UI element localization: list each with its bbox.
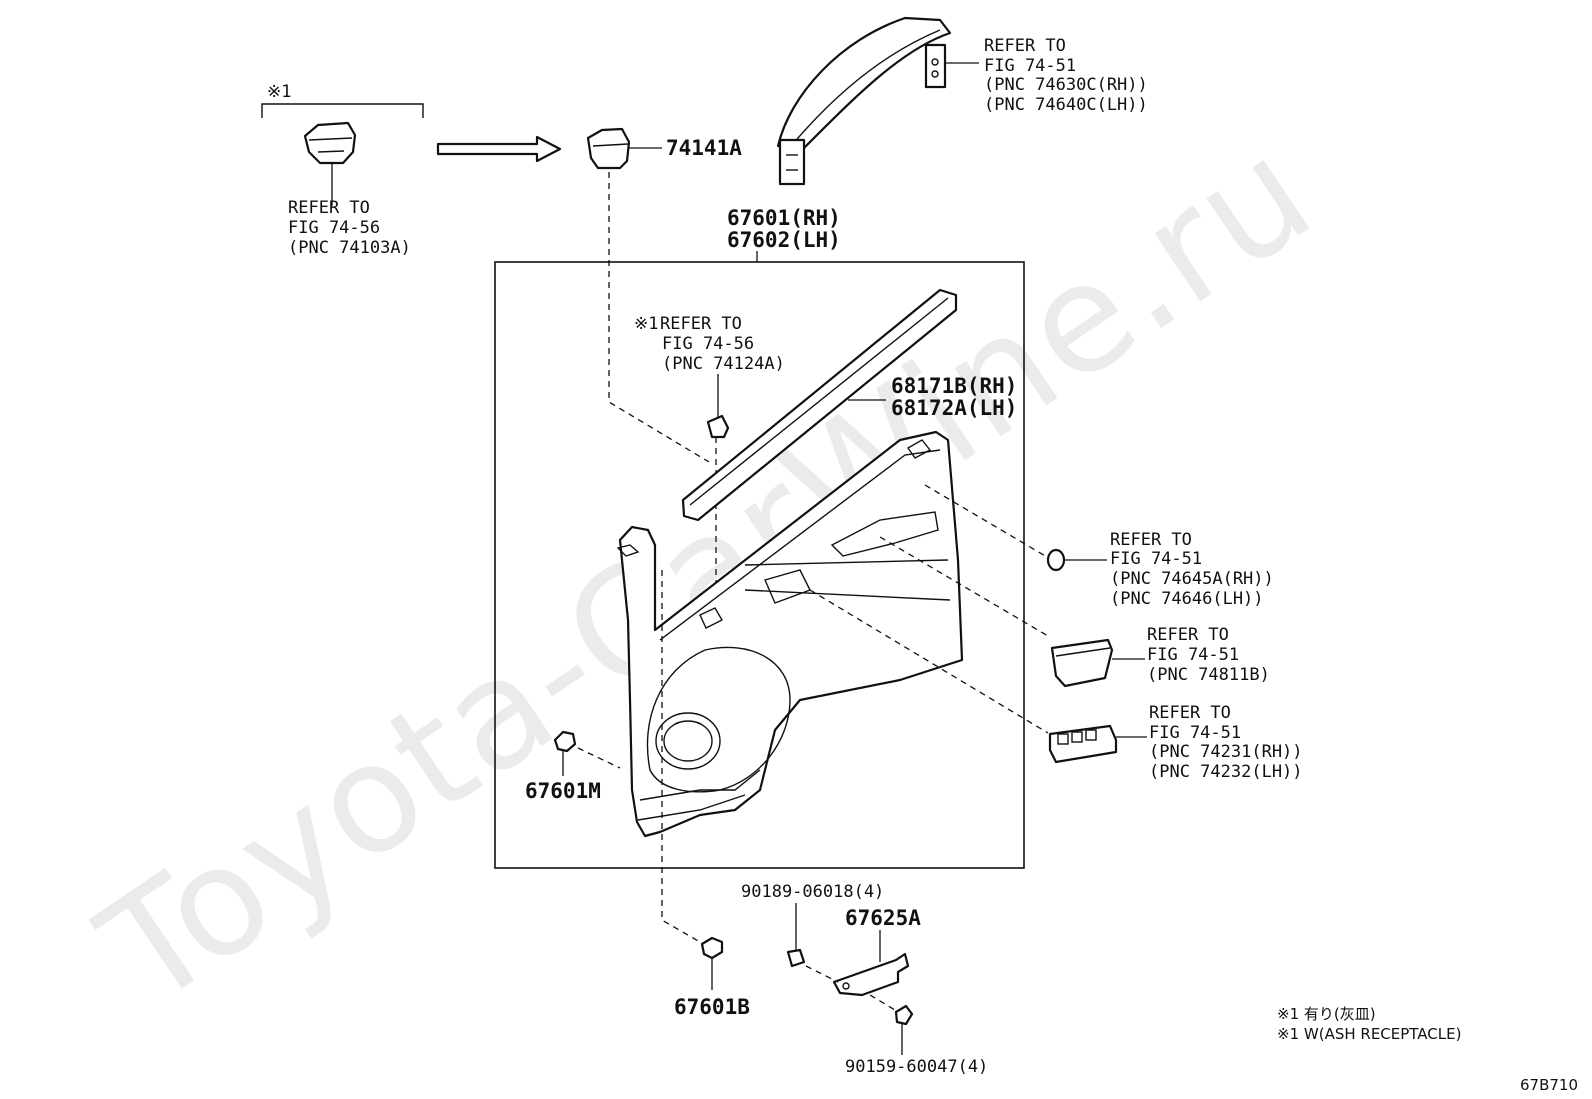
grip-ref-line-3: (PNC 74630C(RH)) [984, 75, 1148, 95]
window-switch-icon [1048, 724, 1118, 764]
part-number-90159: 90159-60047(4) [845, 1057, 988, 1077]
ash-receptacle-group: ※1 REFER TO FIG 74-56 (PNC 74103A) [261, 82, 424, 258]
inner-ref-line-1: REFER TO [660, 314, 742, 334]
weatherstrip-lh: 68172A(LH) [891, 396, 1017, 420]
weatherstrip-rh: 68171B(RH) [891, 374, 1017, 398]
note-line-1: ※1 有り(灰皿) [1277, 1005, 1376, 1023]
part-number-90189: 90189-06018(4) [741, 882, 884, 902]
pocket-ref-line-1: REFER TO [1147, 625, 1229, 645]
inner-ref-line-3: (PNC 74124A) [662, 354, 785, 374]
handle-cap-icon [1046, 548, 1066, 572]
cover-icon [586, 127, 631, 170]
handle-ref-line-3: (PNC 74645A(RH)) [1110, 569, 1274, 589]
pocket-ref-line-3: (PNC 74811B) [1147, 665, 1270, 685]
handle-ref-line-2: FIG 74-51 [1110, 549, 1202, 569]
bolt-icon [894, 1004, 914, 1026]
pocket-icon [1050, 638, 1114, 688]
bracket-icon [832, 952, 910, 997]
clip-icon [553, 730, 577, 753]
part-number-67625a: 67625A [845, 906, 921, 930]
clip-b-dash-leader [661, 570, 701, 943]
note-line-2: ※1 W(ASH RECEPTACLE) [1277, 1025, 1461, 1043]
handle-ref-line-4: (PNC 74646(LH)) [1110, 589, 1264, 609]
door-trim-panel-outline [618, 430, 964, 838]
speaker-grille [655, 712, 721, 770]
nut-icon [786, 948, 806, 968]
door-trim-panel [616, 430, 964, 838]
weatherstrip-icon [681, 288, 958, 522]
part-number-67601m: 67601M [525, 779, 601, 803]
switch-ref-line-1: REFER TO [1149, 703, 1231, 723]
inner-clip-icon [706, 414, 730, 439]
bracket-group: 90189-06018(4) 67625A 90159-60047(4) [741, 882, 988, 1077]
grip-ref-line-2: FIG 74-51 [984, 56, 1076, 76]
ash-ref-line-2: FIG 74-56 [288, 218, 380, 238]
trim-board-rh: 67601(RH) [727, 206, 841, 230]
inner-ref-line-2: FIG 74-56 [662, 334, 754, 354]
assembly-frame [494, 261, 1025, 869]
part-number-67601b: 67601B [674, 995, 750, 1019]
ash-ref-line-1: REFER TO [288, 198, 370, 218]
grip-ref-line-1: REFER TO [984, 36, 1066, 56]
part-67601b: 67601B [674, 936, 750, 1019]
trim-board-lh: 67602(LH) [727, 228, 841, 252]
ash-receptacle-icon [303, 121, 357, 165]
grip-ref-line-4: (PNC 74640C(LH)) [984, 95, 1148, 115]
switch-ref-line-2: FIG 74-51 [1149, 723, 1241, 743]
pocket-ref-line-2: FIG 74-51 [1147, 645, 1239, 665]
bracket-mark: ※1 [267, 82, 291, 102]
switch-ref-line-4: (PNC 74232(LH)) [1149, 762, 1303, 782]
assist-grip-group: REFER TO FIG 74-51 (PNC 74630C(RH)) (PNC… [776, 16, 1148, 186]
switch-ref-line-3: (PNC 74231(RH)) [1149, 742, 1303, 762]
speaker-pocket [646, 646, 791, 793]
clip-b-icon [700, 936, 724, 960]
ash-ref-line-3: (PNC 74103A) [288, 238, 411, 258]
part-67601m: 67601M [525, 730, 621, 803]
option-bracket [261, 103, 424, 118]
part-number-74141a: 74141A [666, 136, 742, 160]
assist-grip-icon [776, 16, 952, 154]
replacement-arrow [436, 135, 562, 163]
handle-ref-line-1: REFER TO [1110, 530, 1192, 550]
weatherstrip-group: 68171B(RH) 68172A(LH) [681, 288, 1017, 522]
inner-ref-mark: ※1 [634, 314, 658, 334]
part-74141a: 74141A [586, 127, 742, 170]
figure-code: 67B710 [1520, 1076, 1578, 1094]
